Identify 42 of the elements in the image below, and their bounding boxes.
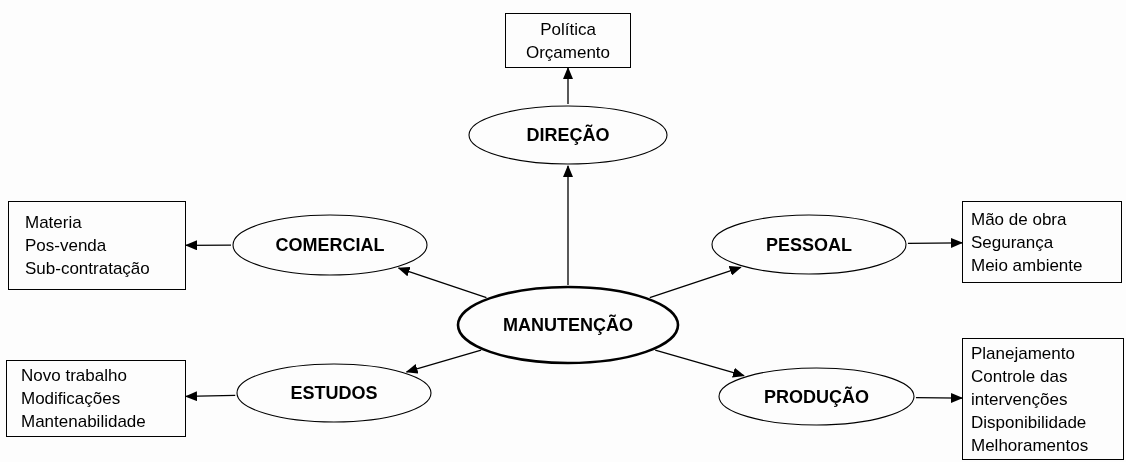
ellipse-label: PESSOAL xyxy=(766,233,852,256)
arrow xyxy=(915,393,963,403)
ellipse-label: ESTUDOS xyxy=(290,382,378,404)
department-ellipse xyxy=(235,362,433,424)
arrow xyxy=(563,67,573,105)
arrow xyxy=(907,238,963,248)
topic-item: Disponibilidade xyxy=(971,411,1087,434)
topic-item: Sub-contratação xyxy=(25,258,150,280)
topic-item: Segurança xyxy=(971,231,1054,254)
ellipse-label: COMERCIAL xyxy=(275,234,385,256)
department-ellipse xyxy=(467,104,669,166)
topic-item: Planejamento xyxy=(971,342,1075,365)
topic-box xyxy=(505,13,631,68)
department-ellipse xyxy=(710,213,908,276)
topic-item: Controle das intervenções xyxy=(971,365,1069,411)
topic-item: Mão de obra xyxy=(971,208,1067,231)
topic-item: Melhoramentos xyxy=(971,434,1089,457)
ellipse-label: MANUTENÇÃO xyxy=(503,314,633,336)
ellipse-label: PRODUÇÃO xyxy=(764,385,869,408)
topic-item: Materia xyxy=(25,212,82,234)
topic-item: Pos-venda xyxy=(25,235,107,257)
ellipse-label: DIREÇÃO xyxy=(526,124,610,146)
arrow xyxy=(563,165,573,286)
topic-box xyxy=(962,201,1122,283)
topic-item: Novo trabalho xyxy=(21,365,127,387)
arrow xyxy=(649,266,742,299)
arrow xyxy=(654,349,745,378)
topic-item: Mantenabilidade xyxy=(21,411,146,433)
topic-item: Política xyxy=(540,18,596,41)
arrow xyxy=(185,240,232,251)
central-ellipse xyxy=(456,285,680,365)
topic-box xyxy=(6,360,186,437)
topic-box xyxy=(8,201,186,290)
department-ellipse xyxy=(717,366,916,427)
arrow xyxy=(185,391,236,402)
arrow xyxy=(397,266,488,299)
topic-box xyxy=(962,338,1124,460)
arrow xyxy=(405,349,482,374)
topic-item: Modificações xyxy=(21,388,121,410)
department-ellipse xyxy=(231,213,429,277)
topic-item: Meio ambiente xyxy=(971,254,1083,277)
topic-item: Orçamento xyxy=(525,41,611,64)
